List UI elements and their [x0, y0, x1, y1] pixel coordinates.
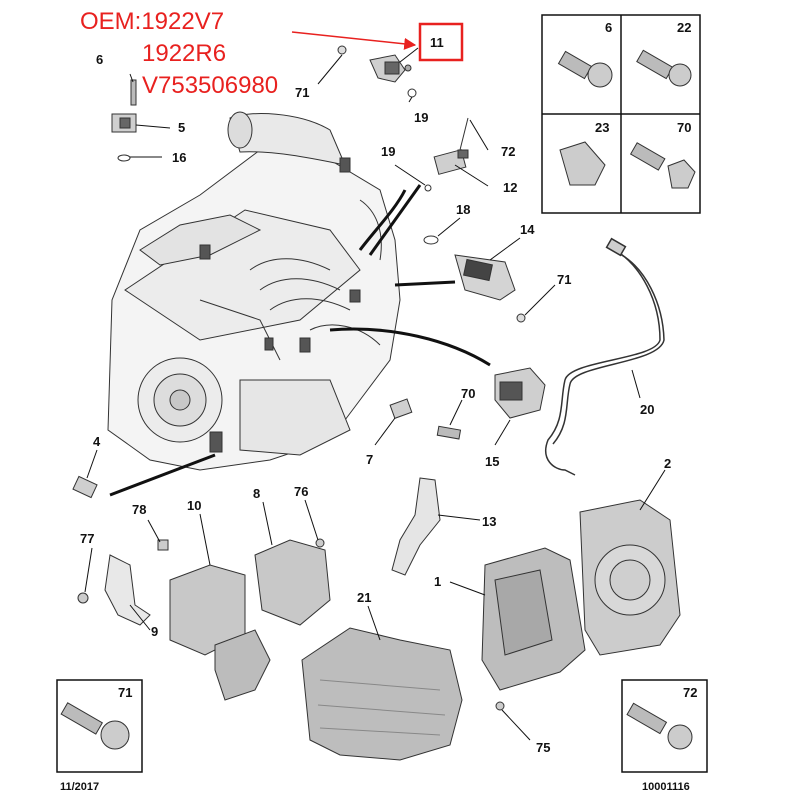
screw-71-icon — [60, 702, 130, 750]
part-13-bracket — [391, 477, 441, 576]
fastener-grid: 6 22 23 70 — [541, 14, 701, 214]
highlight-arrow — [291, 31, 417, 50]
callout-21: 21 — [357, 590, 371, 605]
box-72: 72 — [621, 679, 708, 773]
callout-71a: 71 — [295, 85, 309, 100]
part-4-sensor — [72, 475, 98, 499]
part-21-cover — [301, 627, 463, 761]
part-2-cover — [579, 499, 681, 656]
callout-4: 4 — [93, 434, 101, 449]
bolt-70-icon — [629, 142, 696, 189]
washer-19-top — [407, 88, 417, 98]
callout-75: 75 — [536, 740, 550, 755]
screw-6-icon — [557, 50, 613, 88]
callout-70: 70 — [461, 386, 475, 401]
callout-1: 1 — [434, 574, 441, 589]
footer-ref: 10001116 — [642, 781, 690, 793]
leader-lines — [84, 47, 666, 741]
part-7-sensor — [389, 398, 462, 440]
callout-20: 20 — [640, 402, 654, 417]
box-71: 71 — [56, 679, 143, 773]
callout-71b: 71 — [557, 272, 571, 287]
oem-label: OEM:1922V7 — [80, 8, 225, 35]
highlight-box-11 — [418, 22, 464, 62]
callout-11: 11 — [430, 35, 444, 50]
callout-72: 72 — [501, 144, 515, 159]
callout-5: 5 — [178, 120, 185, 135]
part-15-sensor — [494, 367, 546, 419]
grid-label-6: 6 — [605, 20, 612, 35]
callout-12: 12 — [503, 180, 517, 195]
part-14-solenoid — [423, 235, 526, 323]
oem-code-v753506980: V753506980 — [142, 72, 279, 99]
callout-8: 8 — [253, 486, 260, 501]
callout-77: 77 — [80, 531, 94, 546]
callout-78: 78 — [132, 502, 146, 517]
callout-15: 15 — [485, 454, 499, 469]
callout-16: 16 — [172, 150, 186, 165]
grid-label-23: 23 — [595, 120, 609, 135]
part-11-sensor — [369, 54, 412, 83]
callout-76: 76 — [294, 484, 308, 499]
part-20-cable — [545, 237, 665, 476]
callout-18: 18 — [456, 202, 470, 217]
callout-2: 2 — [664, 456, 671, 471]
part-9-bracket — [77, 539, 169, 626]
oem-code-1922r6: 1922R6 — [142, 40, 227, 67]
callout-13: 13 — [482, 514, 496, 529]
harness-lines — [109, 184, 491, 497]
part-1-ecu — [481, 547, 586, 711]
callout-6: 6 — [96, 52, 103, 67]
box71-label: 71 — [118, 685, 132, 700]
part-5-sensor — [111, 79, 137, 162]
nut-23-icon — [559, 141, 606, 186]
callout-19b: 19 — [381, 144, 395, 159]
callout-14: 14 — [520, 222, 535, 237]
screw-72-icon — [626, 702, 693, 750]
footer-date: 11/2017 — [60, 781, 99, 793]
callout-7: 7 — [366, 452, 373, 467]
part-10-module — [169, 564, 271, 701]
part-12-sensor — [424, 117, 469, 192]
grid-label-22: 22 — [677, 20, 691, 35]
box72-label: 72 — [683, 685, 697, 700]
callout-19a: 19 — [414, 110, 428, 125]
bolt-71-top — [337, 45, 347, 55]
grid-label-70: 70 — [677, 120, 691, 135]
callout-10: 10 — [187, 498, 201, 513]
screw-22-icon — [636, 49, 692, 87]
engine-illustration — [107, 111, 401, 471]
part-8-module — [254, 538, 331, 626]
callout-9: 9 — [151, 624, 158, 639]
